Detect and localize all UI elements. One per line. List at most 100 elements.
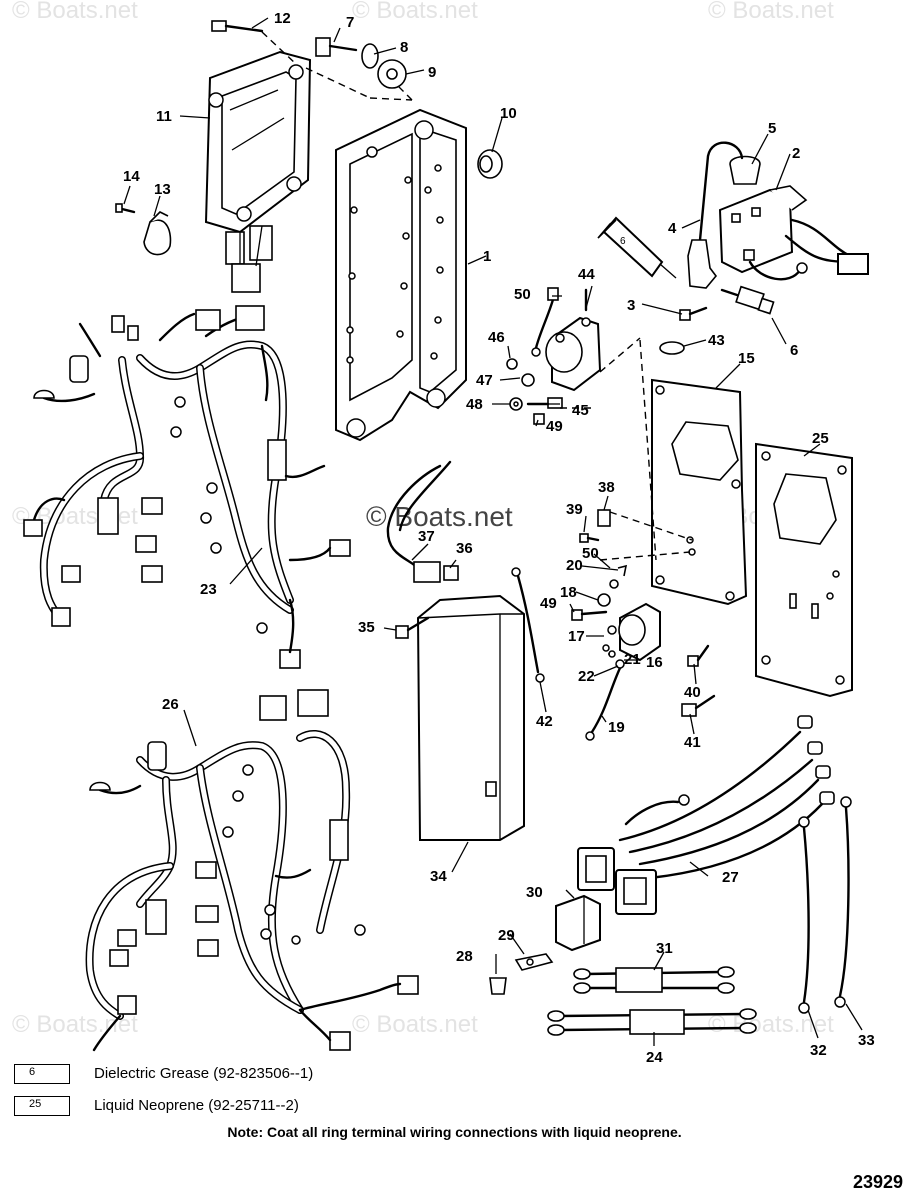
grease-tube-part: 6	[597, 216, 677, 279]
part-label-39: 39	[566, 501, 583, 518]
part-label-47: 47	[476, 372, 493, 389]
part-label-1: 1	[483, 248, 491, 265]
ignition-module-part	[204, 50, 312, 293]
part-label-50b: 50	[582, 545, 599, 562]
bolt-12-part	[211, 20, 264, 33]
part-label-44: 44	[578, 266, 595, 283]
part-label-13: 13	[154, 181, 171, 198]
part-label-31: 31	[656, 940, 673, 957]
part-label-49b: 49	[540, 595, 557, 612]
part-label-28: 28	[456, 948, 473, 965]
part-label-3: 3	[627, 297, 635, 314]
part-label-49: 49	[546, 418, 563, 435]
neoprene-tube-icon: 25	[14, 1096, 70, 1116]
clip-43-part	[659, 341, 685, 355]
part-label-15: 15	[738, 350, 755, 367]
part-label-42: 42	[536, 713, 553, 730]
solenoid-16-part	[602, 602, 661, 662]
grommet-28-part	[489, 977, 507, 995]
cable-33-part	[834, 796, 852, 1008]
lead-24-part	[547, 1008, 757, 1036]
part-label-25: 25	[812, 430, 829, 447]
part-label-19: 19	[608, 719, 625, 736]
part-label-21: 21	[624, 651, 641, 668]
wiring-harness-23-part	[23, 305, 351, 669]
part-label-26: 26	[162, 696, 179, 713]
mounting-plate-part	[335, 108, 467, 442]
tube-6-label: 6	[620, 236, 626, 247]
part-label-6: 6	[790, 342, 798, 359]
wiring-note: Note: Coat all ring terminal wiring conn…	[227, 1124, 682, 1140]
part-label-36: 36	[456, 540, 473, 557]
mounting-plate-25-part	[755, 442, 853, 698]
part-label-22: 22	[578, 668, 595, 685]
solenoid-44-part	[545, 288, 602, 392]
screw-35-part	[395, 616, 430, 639]
part-label-48: 48	[466, 396, 483, 413]
leader-lines	[123, 17, 863, 1046]
bolt-7-washer-8-grommet-9	[315, 37, 407, 89]
part-label-32: 32	[810, 1042, 827, 1059]
ignition-coil-part	[718, 185, 869, 281]
screw-3-part	[679, 306, 708, 321]
electrical-plate-15-part	[651, 378, 748, 606]
part-label-30: 30	[526, 884, 543, 901]
bracket-29-part	[514, 953, 554, 971]
part-label-50: 50	[514, 286, 531, 303]
small-hardware-45-49	[506, 358, 563, 425]
watermark-top-right: © Boats.net	[708, 0, 834, 24]
part-label-9: 9	[428, 64, 436, 81]
part-label-43: 43	[708, 332, 725, 349]
legend-text: Liquid Neoprene (92-25711--2)	[94, 1096, 299, 1114]
watermark-top-left: © Boats.net	[12, 0, 138, 24]
spark-plug-part	[720, 285, 775, 315]
part-label-33: 33	[858, 1032, 875, 1049]
clamp-13-screw-14-part	[115, 203, 172, 256]
part-label-40: 40	[684, 684, 701, 701]
part-label-18: 18	[560, 584, 577, 601]
part-label-27: 27	[722, 869, 739, 886]
part-label-14: 14	[123, 168, 140, 185]
part-label-5: 5	[768, 120, 776, 137]
part-label-11: 11	[156, 108, 172, 125]
part-label-16: 16	[646, 654, 663, 671]
part-label-35: 35	[358, 619, 375, 636]
part-label-20: 20	[566, 557, 583, 574]
wiring-harness-26-part	[85, 689, 419, 1052]
part-label-23: 23	[200, 581, 217, 598]
relay-30-part	[555, 894, 601, 952]
cable-42-part	[511, 567, 545, 683]
lead-50-part	[531, 287, 559, 357]
hardware-17-20	[571, 564, 628, 621]
lead-31-part	[573, 966, 735, 994]
screws-40-41	[681, 644, 716, 717]
part-label-10: 10	[500, 105, 517, 122]
part-label-34: 34	[430, 868, 447, 885]
part-label-24: 24	[646, 1049, 663, 1066]
part-label-29: 29	[498, 927, 515, 944]
wiring-harness-27-part	[577, 715, 835, 915]
part-label-4: 4	[668, 220, 677, 237]
legend-item-dielectric-grease: 6 Dielectric Grease (92-823506--1)	[14, 1064, 313, 1084]
part-label-37: 37	[418, 528, 435, 545]
lead-19-part	[585, 659, 625, 741]
part-label-41: 41	[684, 734, 701, 751]
part-label-38: 38	[598, 479, 615, 496]
part-label-46: 46	[488, 329, 505, 346]
legend-text: Dielectric Grease (92-823506--1)	[94, 1064, 314, 1082]
cable-32-part	[798, 816, 810, 1014]
electrical-box-34-part	[416, 594, 525, 841]
grommet-10-part	[477, 149, 503, 179]
part-label-7: 7	[346, 14, 354, 31]
part-label-12: 12	[274, 10, 291, 27]
legend-item-liquid-neoprene: 25 Liquid Neoprene (92-25711--2)	[14, 1096, 299, 1116]
part-label-45: 45	[572, 402, 589, 419]
part-number-labels: 1 2 3 4 5 6 7 8 9 10 11 12 13 14 15 16 1…	[123, 10, 875, 1066]
part-label-8: 8	[400, 39, 408, 56]
figure-number: 23929	[852, 1172, 903, 1192]
watermark-top-center: © Boats.net	[352, 0, 478, 24]
part-label-17: 17	[568, 628, 585, 645]
grease-tube-icon: 6	[14, 1064, 70, 1084]
part-label-2: 2	[792, 145, 800, 162]
